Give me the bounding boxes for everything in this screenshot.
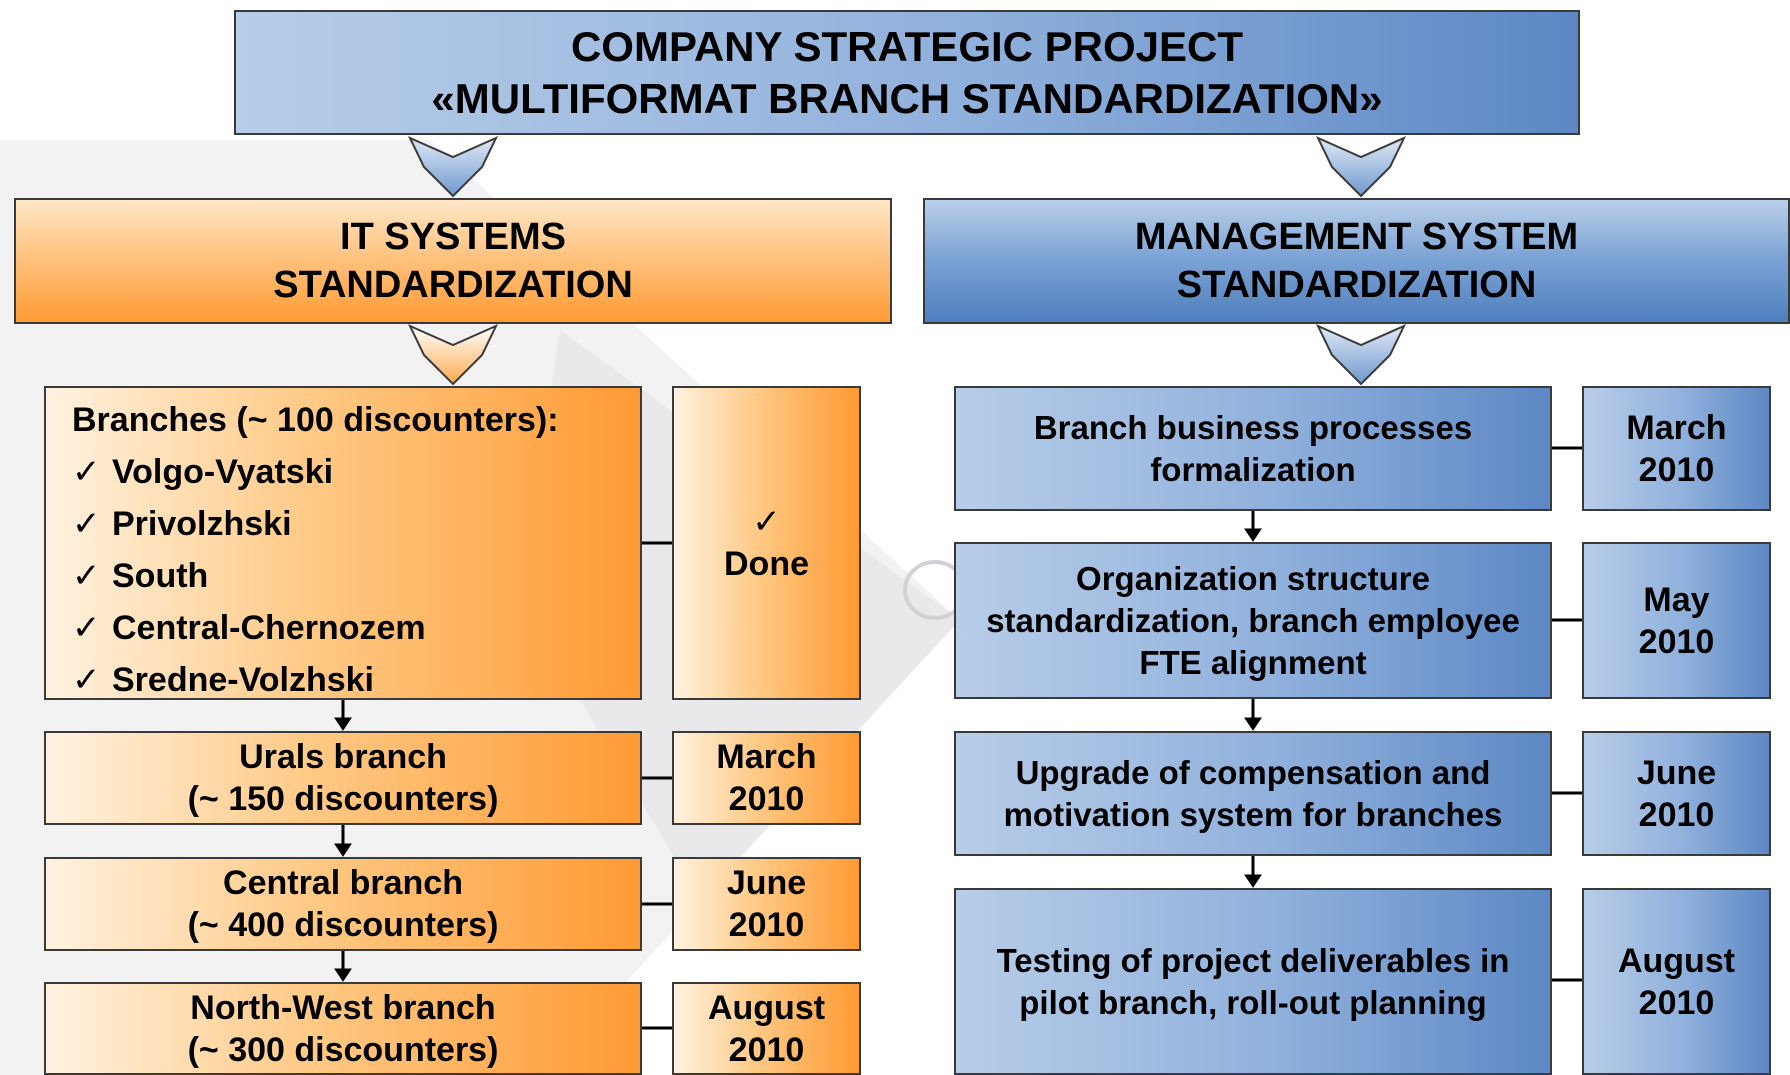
management-track-title: MANAGEMENT SYSTEM STANDARDIZATION: [923, 198, 1790, 324]
chevron-down-icon: [407, 323, 499, 386]
it-first-group-heading: Branches (~ 100 discounters):: [72, 401, 559, 439]
mgmt-step-compensation: Upgrade of compensation and motivation s…: [954, 731, 1552, 856]
arrow-down-icon: [1244, 856, 1262, 888]
mgmt-step-processes: Branch business processes formalization: [954, 386, 1552, 511]
branch-list-item: ✓South: [72, 550, 208, 602]
project-header-line2: «MULTIFORMAT BRANCH STANDARDIZATION»: [431, 74, 1383, 122]
mgmt-step-testing: Testing of project deliverables in pilot…: [954, 888, 1552, 1075]
chevron-down-icon: [1315, 323, 1407, 386]
arrow-down-icon: [334, 825, 352, 857]
check-icon: ✓: [752, 503, 781, 541]
arrow-down-icon: [1244, 511, 1262, 542]
mgmt-step-compensation-date: June 2010: [1582, 731, 1771, 856]
branch-list-item: ✓Sredne-Volzhski: [72, 654, 374, 706]
check-icon: ✓: [72, 557, 101, 595]
check-icon: ✓: [72, 505, 101, 543]
it-first-group-box: Branches (~ 100 discounters): ✓Volgo-Vya…: [44, 386, 642, 700]
mgmt-step-testing-date: August 2010: [1582, 888, 1771, 1075]
it-step-urals-date: March 2010: [672, 731, 861, 825]
branch-list-item: ✓Volgo-Vyatski: [72, 446, 333, 498]
mgmt-step-org-structure-date: May 2010: [1582, 542, 1771, 699]
it-step-north-west-date: August 2010: [672, 982, 861, 1075]
check-icon: ✓: [72, 661, 101, 699]
mgmt-step-processes-date: March 2010: [1582, 386, 1771, 511]
status-done-label: Done: [724, 545, 809, 583]
arrow-down-icon: [334, 951, 352, 982]
it-step-urals: Urals branch (~ 150 discounters): [44, 731, 642, 825]
branch-list-item: ✓Central-Chernozem: [72, 602, 426, 654]
project-header: COMPANY STRATEGIC PROJECT «MULTIFORMAT B…: [234, 10, 1580, 135]
check-icon: ✓: [72, 453, 101, 491]
project-header-line1: COMPANY STRATEGIC PROJECT: [570, 22, 1244, 70]
management-track-title-line1: MANAGEMENT SYSTEM: [1134, 216, 1579, 258]
check-icon: ✓: [72, 609, 101, 647]
chevron-down-icon: [407, 135, 499, 198]
it-first-group-status: ✓ Done: [672, 386, 861, 700]
management-track-title-line2: STANDARDIZATION: [1176, 264, 1537, 306]
it-track-title-line1: IT SYSTEMS: [340, 216, 566, 258]
it-step-north-west: North-West branch (~ 300 discounters): [44, 982, 642, 1075]
it-track-title-line2: STANDARDIZATION: [273, 264, 633, 306]
mgmt-step-org-structure: Organization structure standardization, …: [954, 542, 1552, 699]
it-track-title: IT SYSTEMS STANDARDIZATION: [14, 198, 892, 324]
branch-list-item: ✓Privolzhski: [72, 498, 292, 550]
chevron-down-icon: [1315, 135, 1407, 198]
it-step-central: Central branch (~ 400 discounters): [44, 857, 642, 951]
it-step-central-date: June 2010: [672, 857, 861, 951]
arrow-down-icon: [1244, 699, 1262, 731]
